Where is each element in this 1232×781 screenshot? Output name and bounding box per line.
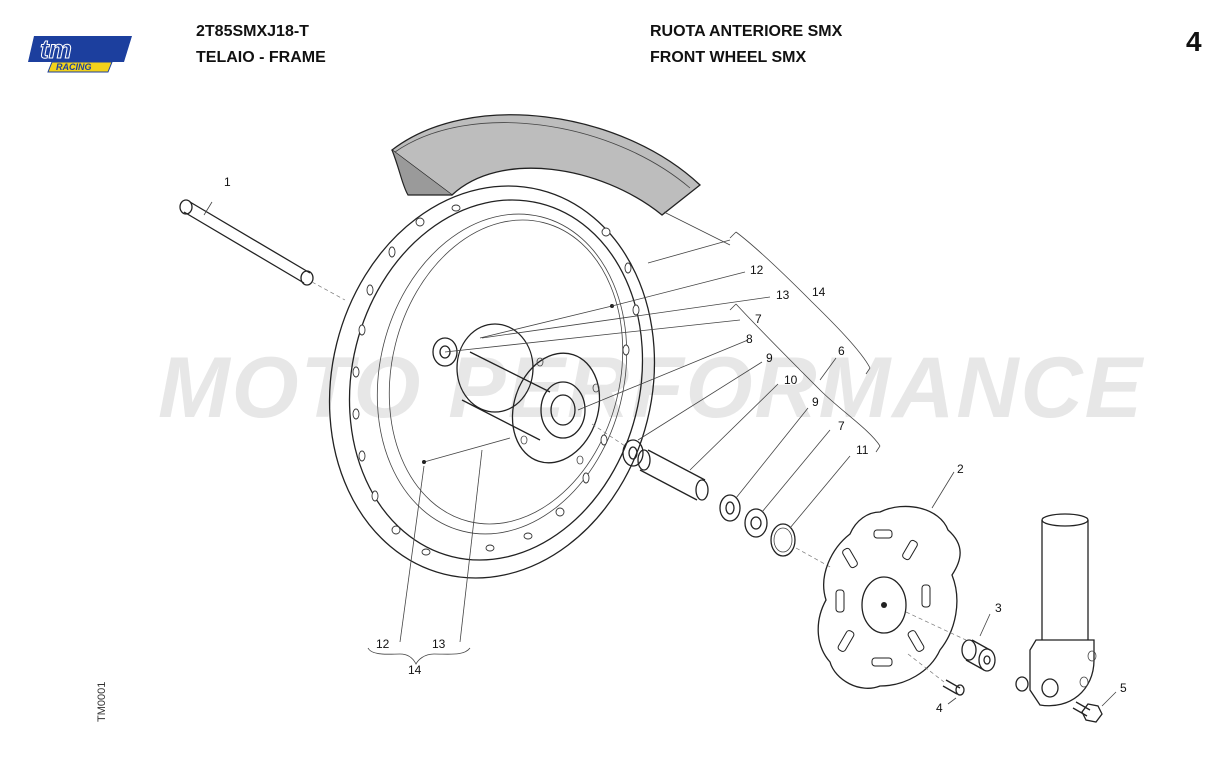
callout-1: 1 xyxy=(224,175,231,189)
watermark: MOTO PERFORMANCE xyxy=(158,340,1145,436)
callout-7-upper: 7 xyxy=(755,312,762,326)
page-title-italian: RUOTA ANTERIORE SMX xyxy=(650,23,843,40)
callout-14-upper: 14 xyxy=(812,285,826,299)
callout-2: 2 xyxy=(957,462,964,476)
model-code: 2T85SMXJ18-T xyxy=(196,23,309,40)
spoke-part xyxy=(422,304,614,464)
axle-bolt-part xyxy=(1072,701,1103,723)
callout-9-upper: 9 xyxy=(766,351,773,365)
logo-text: tm xyxy=(40,34,72,64)
hub-part xyxy=(432,323,601,465)
logo-subtext: RACING xyxy=(56,62,92,72)
callout-12-lower: 12 xyxy=(376,637,390,651)
tyre-part xyxy=(390,114,701,216)
page-title-english: FRONT WHEEL SMX xyxy=(650,49,807,66)
callout-11: 11 xyxy=(856,443,869,457)
callout-6: 6 xyxy=(838,344,845,358)
callout-labels: 1 2 3 4 5 6 7 7 8 9 9 10 11 12 12 13 13 … xyxy=(224,175,1127,715)
callout-14-lower: 14 xyxy=(408,663,422,677)
callout-13-upper: 13 xyxy=(776,288,790,302)
callout-4: 4 xyxy=(936,701,943,715)
callout-13-lower: 13 xyxy=(432,637,446,651)
spacer-part xyxy=(961,639,996,672)
spacer-stack xyxy=(591,423,833,569)
brand-logo: tm RACING xyxy=(28,34,132,73)
callout-12-upper: 12 xyxy=(750,263,764,277)
callout-5: 5 xyxy=(1120,681,1127,695)
callout-8: 8 xyxy=(746,332,753,346)
leader-lines xyxy=(367,211,1117,707)
axle-part xyxy=(179,199,346,301)
rim-part xyxy=(328,185,656,579)
section-label: TELAIO - FRAME xyxy=(196,49,326,66)
document-code: TM0001 xyxy=(96,681,108,722)
brake-disc-part xyxy=(817,505,967,689)
callout-7-lower: 7 xyxy=(838,419,845,433)
callout-3: 3 xyxy=(995,601,1002,615)
disc-screw-part xyxy=(907,653,965,696)
callout-10: 10 xyxy=(784,373,798,387)
fork-leg xyxy=(1015,513,1097,707)
page-number: 4 xyxy=(1186,26,1202,57)
callout-9-lower: 9 xyxy=(812,395,819,409)
